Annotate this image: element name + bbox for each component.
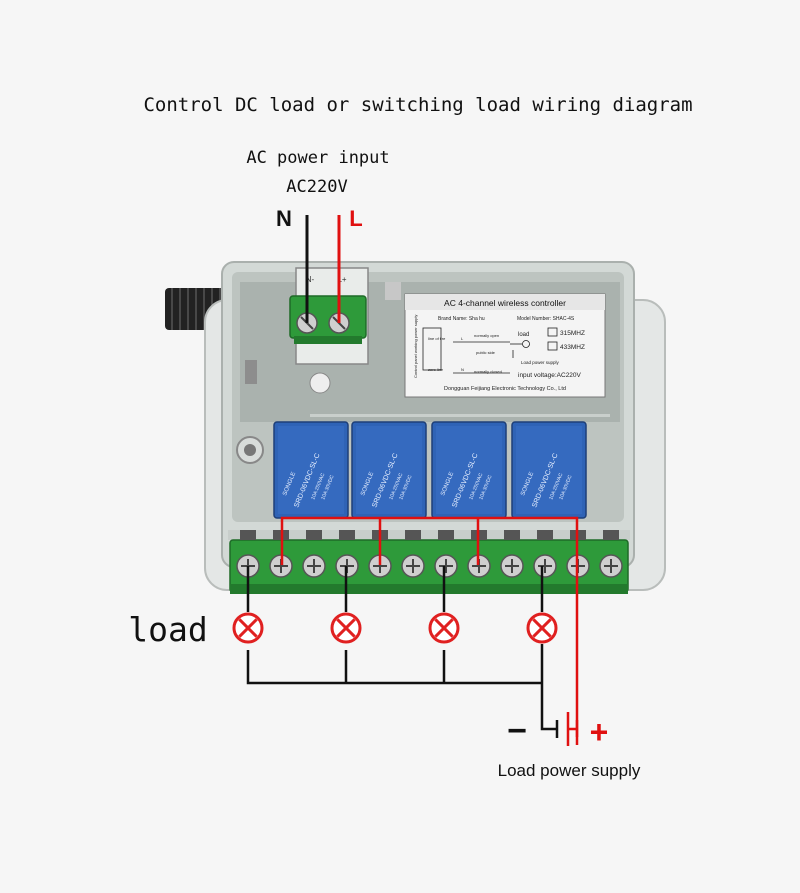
sticker-load: load xyxy=(518,332,529,338)
sticker-n-mark: N xyxy=(461,367,464,372)
sticker-load-power-supply: Load power supply xyxy=(521,360,560,365)
sticker-manufacturer: Dongguan Feijiang Electronic Technology … xyxy=(444,386,566,392)
minus-label: − xyxy=(507,712,527,750)
plus-label: + xyxy=(590,714,609,750)
sticker-zero-line: zero line xyxy=(428,367,444,372)
lamp-1 xyxy=(232,612,264,644)
neutral-label: N xyxy=(276,206,292,231)
lamp-4 xyxy=(526,612,558,644)
sticker-freq-433: 433MHZ xyxy=(560,344,585,351)
output-screw-terminal-10[interactable] xyxy=(533,530,557,578)
load-label: load xyxy=(128,610,207,649)
return-wiring xyxy=(246,650,557,731)
sticker-heading: AC 4-channel wireless controller xyxy=(444,298,566,308)
diagram-title: Control DC load or switching load wiring… xyxy=(143,94,692,116)
output-screw-terminal-9[interactable] xyxy=(500,530,524,578)
output-screw-terminal-12[interactable] xyxy=(599,530,623,578)
sticker-freq-315: 315MHZ xyxy=(560,330,585,337)
sticker-model: Model Number: SHAC-4S xyxy=(517,316,575,322)
battery-symbol xyxy=(555,712,577,746)
sticker-l-mark: L xyxy=(461,336,464,341)
ac-voltage-label: AC220V xyxy=(286,177,347,197)
sticker-line-of-fire: line of fire xyxy=(428,336,446,341)
load-lamps xyxy=(232,612,558,644)
sticker-brand: Brand Name: Sha hu xyxy=(438,316,485,322)
live-bus-wiring xyxy=(280,516,579,737)
lamp-3 xyxy=(428,612,460,644)
live-label: L xyxy=(349,206,362,231)
ac-input-label: AC power input xyxy=(246,148,389,168)
sticker-normally-closed: normally closed xyxy=(474,369,502,374)
power-terminal-mark-right: L+ xyxy=(337,275,346,284)
sticker-side-text: Control panel working power supply xyxy=(413,315,418,378)
output-screw-terminal-6[interactable] xyxy=(401,530,425,578)
output-terminal-strip xyxy=(228,530,630,594)
output-screw-terminal-3[interactable] xyxy=(302,530,326,578)
controller-label-sticker: AC 4-channel wireless controller Brand N… xyxy=(404,293,606,398)
lamp-2 xyxy=(330,612,362,644)
power-terminal-block: N- L+ xyxy=(289,267,369,365)
power-terminal-mark-left: N- xyxy=(306,275,315,284)
lamp-feed-wires xyxy=(246,566,544,683)
sticker-public-side: public side xyxy=(476,350,496,355)
load-supply-label: Load power supply xyxy=(498,761,641,780)
sticker-normally-open: normally open xyxy=(474,333,499,338)
sticker-input-voltage: input voltage:AC220V xyxy=(518,372,582,379)
output-screw-terminal-7[interactable] xyxy=(434,530,458,578)
